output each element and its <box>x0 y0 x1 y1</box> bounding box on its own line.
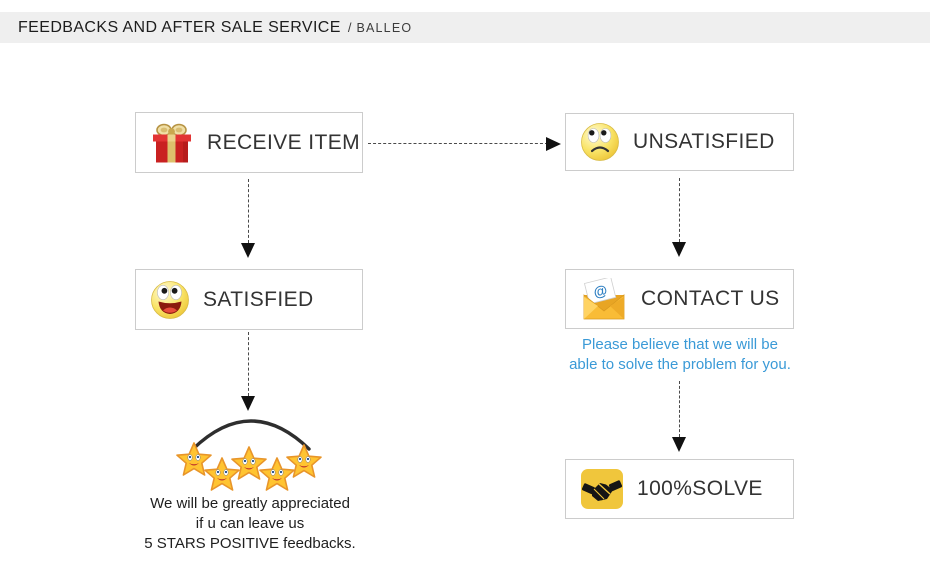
stars-caption-line1: We will be greatly appreciated <box>150 495 350 512</box>
arrow-receive-to-unsatisfied <box>368 143 548 144</box>
arrow-satisfied-to-stars <box>248 332 249 396</box>
happy-face-icon <box>150 280 190 320</box>
arrow-unsatisfied-to-contact <box>679 178 680 242</box>
svg-text:@: @ <box>592 281 609 300</box>
arrowhead-down-icon <box>241 396 255 411</box>
support-note-line2: able to solve the problem for you. <box>569 356 791 373</box>
solve-label: 100%SOLVE <box>637 477 763 500</box>
gift-icon <box>150 120 194 166</box>
receive-item-box: RECEIVE ITEM <box>135 112 363 173</box>
arrowhead-right-icon <box>546 137 561 151</box>
solve-box: 100%SOLVE <box>565 459 794 519</box>
support-note-line1: Please believe that we will be <box>582 336 778 353</box>
stars-caption-line3: 5 STARS POSITIVE feedbacks. <box>144 535 356 552</box>
handshake-icon <box>580 468 624 510</box>
arrow-note-to-solve <box>679 381 680 437</box>
arrowhead-down-icon <box>672 242 686 257</box>
unsatisfied-box: UNSATISFIED <box>565 113 794 171</box>
email-envelope-icon: @ <box>580 278 628 320</box>
title-separator: / <box>347 20 352 35</box>
stars-arc-icon <box>191 419 311 451</box>
arrow-receive-to-satisfied <box>248 179 249 243</box>
receive-item-label: RECEIVE ITEM <box>207 130 360 154</box>
stars-caption-line2: if u can leave us <box>195 515 305 532</box>
satisfied-label: SATISFIED <box>203 287 314 311</box>
contact-us-label: CONTACT US <box>641 287 780 310</box>
brand-name: BALLEO <box>356 20 413 35</box>
smiley-star-icon <box>204 457 240 491</box>
sad-face-icon <box>580 122 620 162</box>
smiley-star-icon <box>259 457 295 491</box>
section-title: FEEDBACKS AND AFTER SALE SERVICE <box>18 18 341 36</box>
contact-us-box: @ CONTACT US <box>565 269 794 329</box>
stars-caption: We will be greatly appreciated if u can … <box>100 494 400 554</box>
smiley-star-icon <box>231 446 267 480</box>
arrowhead-down-icon <box>241 243 255 258</box>
smiley-star-icon <box>176 442 212 476</box>
unsatisfied-label: UNSATISFIED <box>633 130 775 153</box>
arrowhead-down-icon <box>672 437 686 452</box>
satisfied-box: SATISFIED <box>135 269 363 330</box>
support-note: Please believe that we will be able to s… <box>540 335 820 375</box>
smiley-star-icon <box>286 444 322 478</box>
section-header: FEEDBACKS AND AFTER SALE SERVICE / BALLE… <box>0 12 930 43</box>
